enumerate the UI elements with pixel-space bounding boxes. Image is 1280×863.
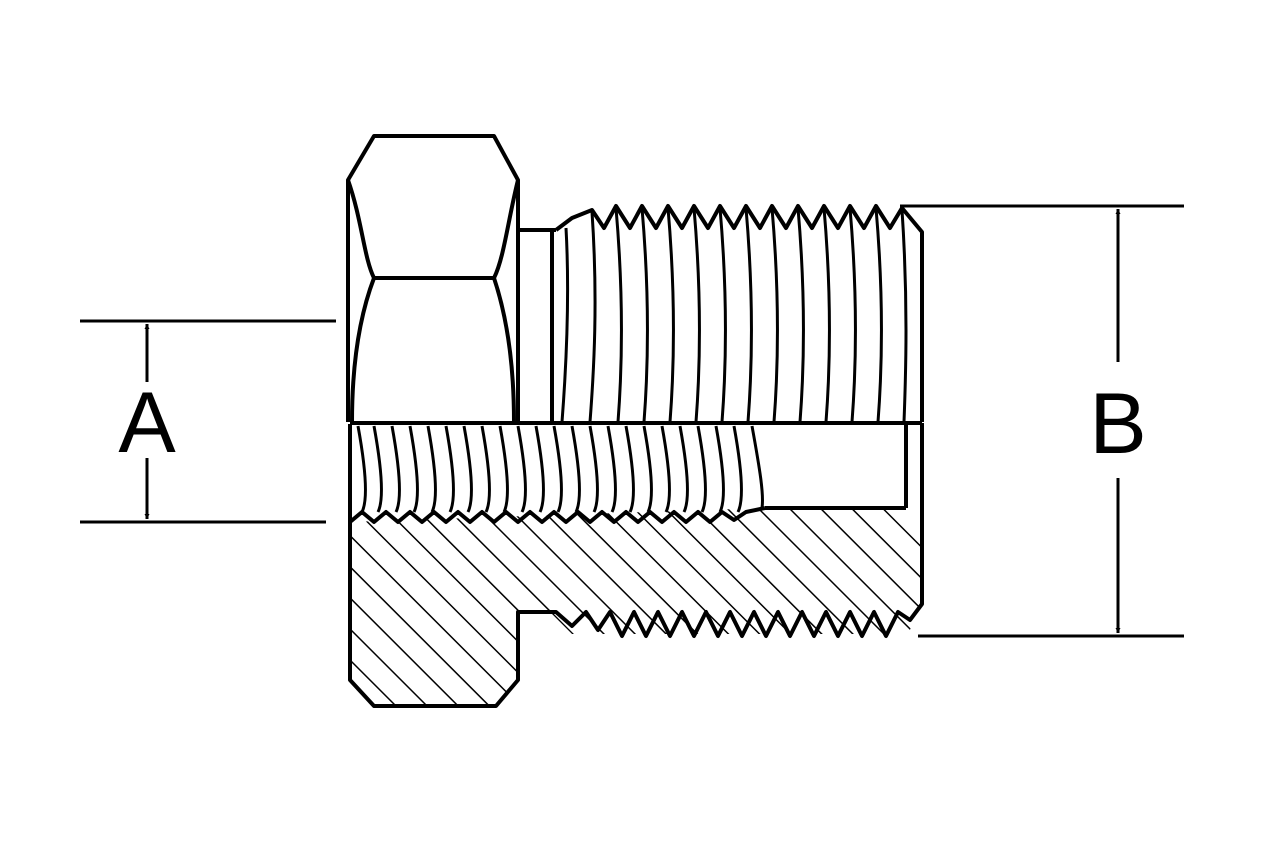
section-hatch-body <box>350 508 922 706</box>
internal-thread-bore <box>348 423 908 524</box>
section-outline <box>348 424 550 708</box>
dimension-a-label: A <box>118 375 176 471</box>
neck-undercut <box>518 228 556 422</box>
internal-thread-flanks <box>356 425 764 513</box>
dimension-a: A <box>80 319 336 524</box>
dimension-b-label: B <box>1089 376 1146 472</box>
external-thread-flanks <box>560 207 908 423</box>
hex-flat-top-face <box>346 179 520 280</box>
hex-head <box>346 134 520 423</box>
external-thread-crests <box>554 204 924 422</box>
hex-flat-lower-face <box>350 277 516 423</box>
internal-thread-roots <box>348 506 766 524</box>
hex-head-upper-outline <box>346 134 520 422</box>
external-thread-upper <box>554 204 924 423</box>
dimension-b: B <box>900 204 1184 638</box>
external-thread-lower <box>550 423 924 638</box>
